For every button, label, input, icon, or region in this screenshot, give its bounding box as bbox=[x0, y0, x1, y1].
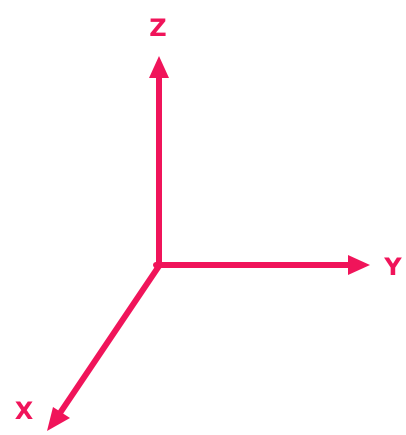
axis-labels: Z Y X bbox=[15, 14, 403, 425]
z-axis-label: Z bbox=[149, 14, 166, 42]
x-axis-label: X bbox=[15, 397, 34, 425]
x-axis-arrowhead bbox=[47, 407, 70, 431]
y-axis-label: Y bbox=[383, 253, 402, 281]
x-axis-line bbox=[57, 263, 162, 416]
y-axis-arrowhead bbox=[348, 255, 370, 275]
axes-group bbox=[47, 56, 370, 431]
z-axis-arrowhead bbox=[149, 56, 169, 78]
